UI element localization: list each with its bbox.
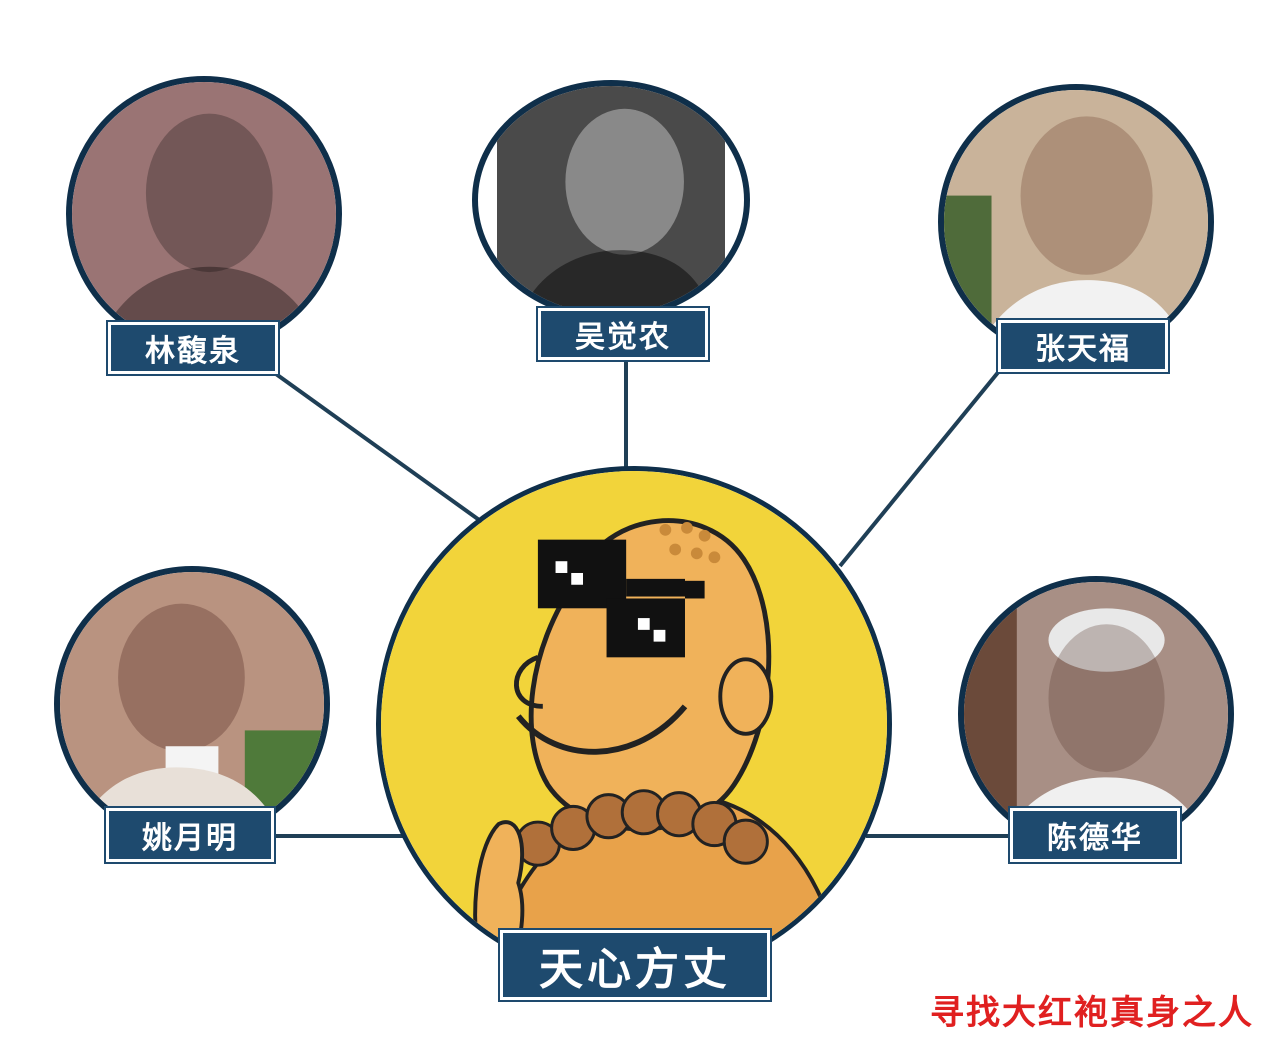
- person-name-label: 姚月明: [104, 806, 276, 864]
- monk-cartoon-illustration: [381, 471, 887, 977]
- connector-line: [838, 368, 1002, 568]
- center-portrait: [376, 466, 892, 982]
- person-name-label: 吴觉农: [536, 306, 710, 362]
- person-silhouette-icon: [964, 582, 1228, 846]
- portrait-photo: [66, 76, 342, 352]
- portrait-photo: [472, 80, 750, 320]
- person-silhouette-icon: [944, 90, 1208, 354]
- person-silhouette-icon: [497, 86, 725, 314]
- portrait-photo: [938, 84, 1214, 360]
- person-name-label: 陈德华: [1008, 806, 1182, 864]
- person-silhouette-icon: [72, 82, 336, 346]
- connector-line: [274, 372, 484, 524]
- person-name-label: 张天福: [996, 318, 1170, 374]
- caption-text: 寻找大红袍真身之人: [930, 993, 1254, 1033]
- person-name-label: 林馥泉: [106, 320, 280, 376]
- center-name-label: 天心方丈: [498, 928, 772, 1002]
- person-silhouette-icon: [60, 572, 324, 836]
- portrait-photo: [54, 566, 330, 842]
